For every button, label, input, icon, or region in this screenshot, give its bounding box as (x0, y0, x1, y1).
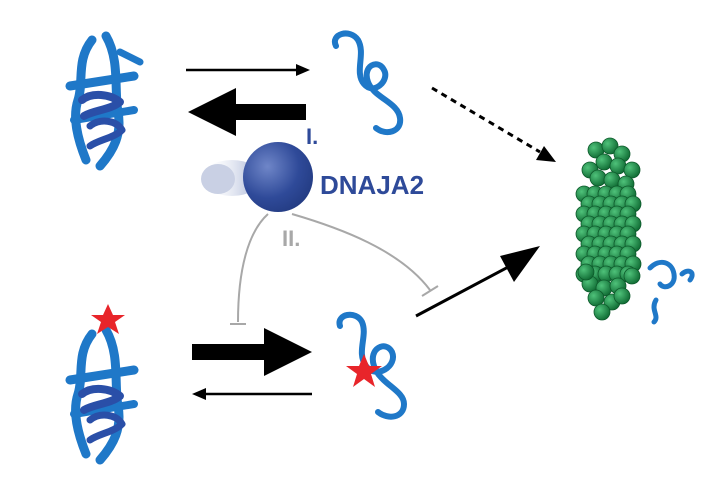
arrow-refold-top (188, 88, 306, 136)
unfolded-protein-top-icon (331, 30, 404, 136)
fibril-bead (623, 161, 641, 179)
inhibition-lines (230, 213, 439, 325)
fibril-bead (623, 267, 641, 285)
fibril-bead (609, 157, 627, 175)
pathway-one-label: I. (306, 124, 319, 149)
unfolded-mutant-protein-icon (336, 311, 408, 420)
arrow-aggregation-solid (415, 246, 540, 318)
fibril-bead (577, 263, 595, 281)
mutant-native-protein-icon (65, 325, 139, 465)
arrow-aggregation-dashed (431, 86, 556, 162)
arrow-unfold-bottom (192, 328, 312, 376)
mutation-star-left-icon (91, 304, 125, 334)
pathway-two-label: II. (282, 226, 301, 251)
fibril-bead (613, 287, 631, 305)
native-protein-top-icon (65, 31, 144, 171)
fibril-bead (587, 289, 605, 307)
fibril-bead (595, 153, 613, 171)
mutation-star-right-icon (346, 354, 382, 387)
fibril-bead (601, 137, 619, 155)
dangling-strands-icon (647, 259, 695, 325)
arrow-refold-bottom (192, 388, 312, 400)
fibril-bead (603, 171, 621, 189)
fibril-bead (589, 169, 607, 187)
amyloid-fibril-icon (575, 137, 642, 321)
fibril-bead (593, 303, 611, 321)
chaperone-label: DNAJA2 (320, 170, 425, 200)
arrow-unfold-top (186, 64, 310, 76)
chaperone-sphere-icon (201, 142, 313, 212)
